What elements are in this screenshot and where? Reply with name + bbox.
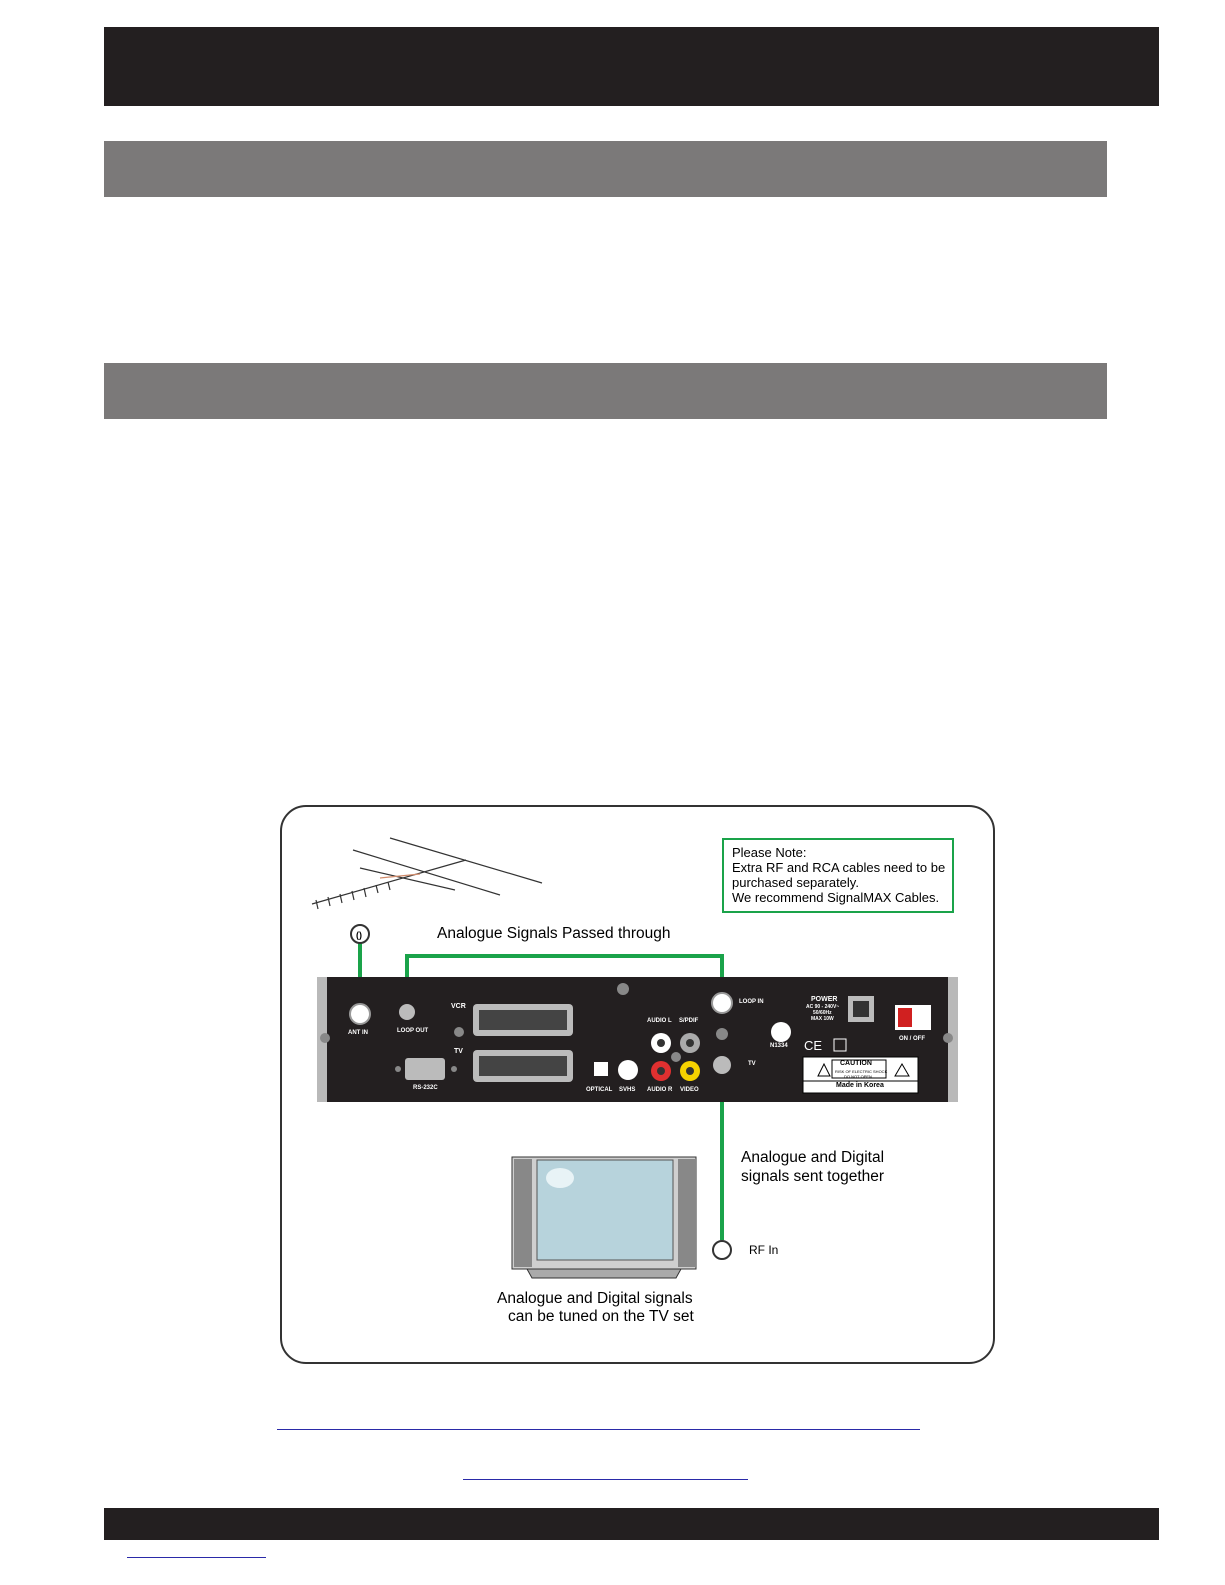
panel-rs232: RS-232C (413, 1085, 438, 1091)
panel-spdif: S/PDIF (679, 1018, 699, 1024)
panel-power-spec-2: 50/60Hz (813, 1010, 832, 1016)
panel-loop-out: LOOP OUT (397, 1028, 429, 1034)
panel-on-off: ON / OFF (899, 1036, 925, 1042)
label-tuned-1: Analogue and Digital signals (497, 1290, 693, 1307)
panel-loop-in: LOOP IN (739, 999, 764, 1005)
panel-made-in: Made in Korea (836, 1082, 884, 1089)
link-underline-2[interactable] (463, 1479, 748, 1480)
note-box: Please Note: Extra RF and RCA cables nee… (722, 838, 954, 913)
header-bar (104, 27, 1159, 106)
rf-in-connector-icon (712, 1240, 732, 1260)
panel-tv-out: TV (748, 1061, 756, 1067)
receiver-back-panel (317, 977, 958, 1102)
tv-set-icon (511, 1156, 697, 1279)
panel-n-code: N1334 (770, 1043, 788, 1049)
panel-caution-sub-2: DO NOT OPEN (844, 1074, 872, 1079)
panel-ce-mark: CE (804, 1038, 823, 1053)
panel-power: POWER (811, 996, 838, 1003)
panel-vcr: VCR (451, 1003, 466, 1010)
panel-audio-l: AUDIO L (647, 1018, 672, 1024)
label-passed-through: Analogue Signals Passed through (437, 925, 671, 942)
note-line-2: Extra RF and RCA cables need to be (732, 860, 946, 875)
note-line-1: Please Note: (732, 845, 807, 860)
antenna-icon (311, 837, 543, 910)
footer-bar (104, 1508, 1159, 1540)
note-line-3: purchased separately. (732, 875, 859, 890)
section-bar-2 (104, 363, 1107, 419)
panel-power-spec-1: AC 90 - 240V~ (806, 1004, 840, 1010)
antenna-connector-icon (350, 924, 370, 944)
note-line-4: We recommend SignalMAX Cables. (732, 890, 940, 905)
section-bar-1 (104, 141, 1107, 197)
label-sent-together-1: Analogue and Digital (741, 1149, 885, 1166)
panel-video: VIDEO (680, 1087, 699, 1093)
panel-audio-r: AUDIO R (647, 1087, 673, 1093)
panel-svhs: SVHS (619, 1087, 636, 1093)
panel-caution: CAUTION (840, 1060, 872, 1067)
panel-optical: OPTICAL (586, 1087, 613, 1093)
panel-power-spec-3: MAX 10W (811, 1016, 834, 1022)
panel-ant-in: ANT IN (348, 1030, 368, 1036)
panel-caution-sub-1: RISK OF ELECTRIC SHOCK (835, 1069, 888, 1074)
label-sent-together-2: signals sent together (741, 1168, 885, 1185)
label-tuned-2: can be tuned on the TV set (508, 1308, 694, 1325)
label-rf-in: RF In (749, 1243, 779, 1257)
link-underline-1[interactable] (277, 1429, 920, 1430)
link-underline-3[interactable] (127, 1557, 266, 1558)
panel-tv-scart: TV (454, 1048, 463, 1055)
svg-text:(): () (356, 930, 362, 940)
